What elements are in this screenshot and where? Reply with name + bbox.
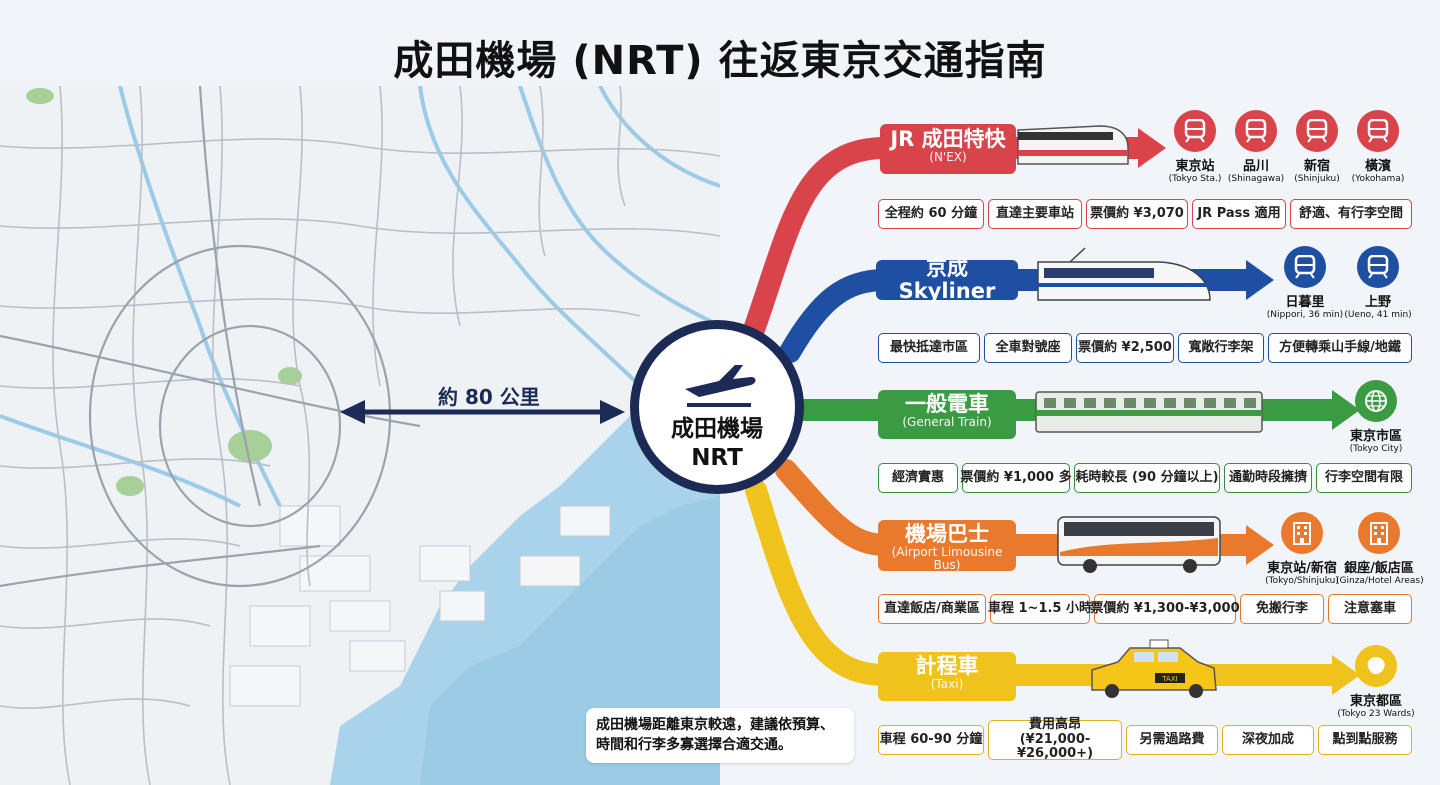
tag-bus-5: 注意塞車 bbox=[1328, 594, 1412, 624]
train-icon bbox=[1235, 110, 1277, 152]
tag-nex-5: 舒適、有行李空間 bbox=[1290, 199, 1412, 229]
general-train-icon bbox=[1035, 391, 1263, 433]
tag-bus-1: 直達飯店/商業區 bbox=[878, 594, 986, 624]
tag-skyliner-2: 全車對號座 bbox=[984, 333, 1072, 363]
train-icon bbox=[1357, 110, 1399, 152]
tag-general-5: 行李空間有限 bbox=[1316, 463, 1412, 493]
tag-taxi-5: 點到點服務 bbox=[1318, 725, 1412, 755]
tag-general-3: 耗時較長 (90 分鐘以上) bbox=[1074, 463, 1220, 493]
tag-general-4: 通勤時段擁擠 bbox=[1224, 463, 1312, 493]
route-line-nex bbox=[741, 137, 1151, 346]
station-tokyo-city: 東京市區 (Tokyo City) bbox=[1340, 380, 1412, 454]
station-ginza: 銀座/飯店區 (Ginza/Hotel Areas) bbox=[1336, 512, 1424, 586]
tag-skyliner-5: 方便轉乘山手線/地鐵 bbox=[1268, 333, 1412, 363]
tag-bus-4: 免搬行李 bbox=[1240, 594, 1324, 624]
route-line-taxi bbox=[745, 479, 1346, 686]
station-tokyo-23-wards: 東京都區 (Tokyo 23 Wards) bbox=[1334, 645, 1418, 719]
station-nippori: 日暮里 (Nippori, 36 min) bbox=[1262, 246, 1348, 320]
airport-hub: 成田機場 NRT bbox=[630, 320, 804, 494]
globe-icon bbox=[1355, 380, 1397, 422]
hub-code: NRT bbox=[691, 444, 743, 471]
tag-general-2: 票價約 ¥1,000 多 bbox=[960, 463, 1072, 493]
route-label-bus: 機場巴士 (Airport Limousine Bus) bbox=[878, 520, 1016, 572]
tag-general-1: 經濟實惠 bbox=[878, 463, 958, 493]
tag-nex-2: 直達主要車站 bbox=[988, 199, 1082, 229]
arrowheads bbox=[1138, 128, 1360, 695]
train-icon bbox=[1174, 110, 1216, 152]
station-tokyo: 東京站 (Tokyo Sta.) bbox=[1160, 110, 1230, 184]
tag-skyliner-4: 寬敞行李架 bbox=[1178, 333, 1264, 363]
page-title: 成田機場 (NRT) 往返東京交通指南 bbox=[393, 38, 1047, 84]
train-icon bbox=[1284, 246, 1326, 288]
tag-nex-4: JR Pass 適用 bbox=[1192, 199, 1286, 229]
tag-bus-2: 車程 1~1.5 小時 bbox=[988, 594, 1092, 624]
tag-taxi-2: 費用高昂 (¥21,000-¥26,000+) bbox=[988, 717, 1122, 761]
building-icon bbox=[1281, 512, 1323, 554]
taxi-sign-text: TAXI bbox=[1161, 675, 1177, 683]
route-label-taxi: 計程車 (Taxi) bbox=[878, 652, 1016, 701]
distance-arrow bbox=[340, 400, 625, 424]
station-yokohama: 橫濱 (Yokohama) bbox=[1343, 110, 1413, 184]
skyliner-train-icon bbox=[1037, 247, 1211, 301]
route-label-general: 一般電車 (General Train) bbox=[878, 390, 1016, 439]
station-shinagawa: 品川 (Shinagawa) bbox=[1221, 110, 1291, 184]
tokyo-map bbox=[0, 86, 720, 785]
station-shinjuku: 新宿 (Shinjuku) bbox=[1282, 110, 1352, 184]
hub-name: 成田機場 bbox=[671, 416, 763, 442]
route-label-nex: JR 成田特快 (N'EX) bbox=[880, 124, 1016, 174]
taxi-icon: TAXI bbox=[1091, 639, 1217, 698]
tag-taxi-4: 深夜加成 bbox=[1222, 725, 1314, 755]
tag-taxi-3: 另需過路費 bbox=[1126, 725, 1218, 755]
airplane-icon bbox=[685, 365, 756, 407]
map-icon bbox=[1355, 645, 1397, 687]
tag-nex-1: 全程約 60 分鐘 bbox=[878, 199, 984, 229]
distance-label: 約 80 公里 bbox=[438, 385, 540, 409]
station-ueno: 上野 (Ueno, 41 min) bbox=[1342, 246, 1414, 320]
nex-train-icon bbox=[1017, 125, 1129, 165]
tag-bus-3: 票價約 ¥1,300-¥3,000 bbox=[1090, 594, 1240, 624]
advice-note: 成田機場距離東京較遠，建議依預算、時間和行李多寡選擇合適交通。 bbox=[586, 708, 854, 763]
train-icon bbox=[1296, 110, 1338, 152]
tag-taxi-1: 車程 60-90 分鐘 bbox=[878, 725, 984, 755]
bus-icon bbox=[1057, 516, 1221, 573]
train-icon bbox=[1357, 246, 1399, 288]
tag-skyliner-1: 最快抵達市區 bbox=[878, 333, 980, 363]
station-tokyo-shinjuku: 東京站/新宿 (Tokyo/Shinjuku) bbox=[1262, 512, 1342, 586]
tag-nex-3: 票價約 ¥3,070 bbox=[1086, 199, 1188, 229]
building-icon bbox=[1358, 512, 1400, 554]
tag-skyliner-3: 票價約 ¥2,500 bbox=[1076, 333, 1174, 363]
route-label-skyliner: 京成 Skyliner bbox=[876, 256, 1018, 303]
